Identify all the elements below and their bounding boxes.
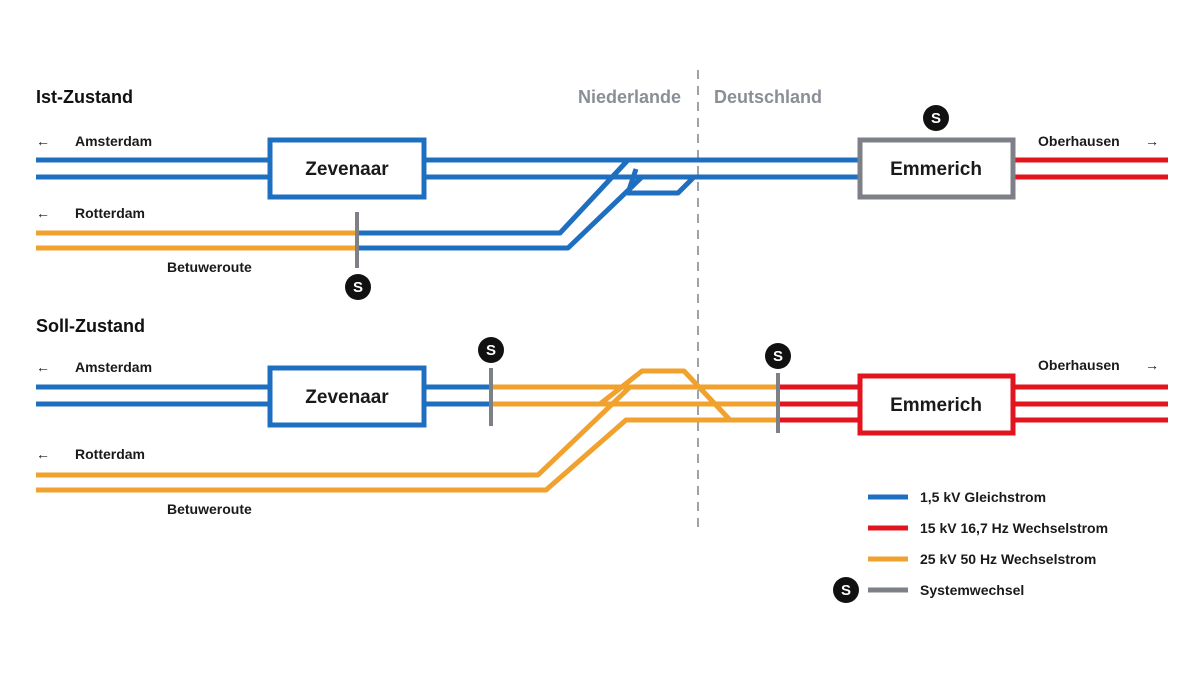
soll-betuweroute-label: Betuweroute [167, 501, 252, 517]
ist-rotterdam-label: Rotterdam [75, 205, 145, 221]
ist-heading: Ist-Zustand [36, 87, 133, 107]
legend-item-ac15: 15 kV 16,7 Hz Wechselstrom [868, 520, 1108, 536]
ist-rotterdam-line [36, 230, 358, 251]
svg-text:S: S [931, 110, 941, 127]
ist-rotterdam-arrow: ← [36, 205, 50, 221]
svg-text:S: S [486, 342, 496, 359]
country-label-germany: Deutschland [714, 87, 822, 107]
ist-betuweroute-junction [358, 158, 696, 251]
country-label-netherlands: Niederlande [578, 87, 681, 107]
ist-system-change-marker-rotterdam: S [345, 274, 371, 300]
soll-system-change-marker-emmerich: S [765, 343, 791, 369]
legend-item-dc: 1,5 kV Gleichstrom [868, 489, 1046, 505]
legend-item-ac25: 25 kV 50 Hz Wechselstrom [868, 551, 1096, 567]
ist-amsterdam-label: Amsterdam [75, 133, 152, 149]
soll-rotterdam-line [36, 385, 778, 493]
soll-emmerich-box [857, 373, 1016, 436]
soll-amsterdam-line [36, 384, 492, 407]
soll-oberhausen-arrow: → [1145, 357, 1159, 373]
soll-oberhausen-label: Oberhausen [1038, 357, 1120, 373]
soll-zevenaar-box [267, 365, 427, 428]
ist-system-change-marker-emmerich: S [923, 105, 949, 131]
soll-amsterdam-label: Amsterdam [75, 359, 152, 375]
ist-oberhausen-arrow: → [1145, 133, 1159, 149]
ist-amsterdam-line [36, 157, 860, 180]
svg-text:S: S [841, 582, 851, 599]
soll-rotterdam-arrow: ← [36, 446, 50, 462]
legend-label-ac25: 25 kV 50 Hz Wechselstrom [920, 551, 1096, 567]
legend-item-system-change: S Systemwechsel [833, 577, 1024, 603]
soll-rotterdam-label: Rotterdam [75, 446, 145, 462]
soll-system-change-marker-zevenaar: S [478, 337, 504, 363]
ist-oberhausen-label: Oberhausen [1038, 133, 1120, 149]
ist-amsterdam-arrow: ← [36, 133, 50, 149]
ist-betuweroute-label: Betuweroute [167, 259, 252, 275]
ist-emmerich-label: Emmerich [890, 159, 982, 180]
legend-label-system-change: Systemwechsel [920, 582, 1024, 598]
ist-zevenaar-label: Zevenaar [305, 159, 389, 180]
soll-crossborder-line [492, 368, 778, 422]
ist-emmerich-box [857, 137, 1016, 200]
soll-amsterdam-arrow: ← [36, 359, 50, 375]
ist-zevenaar-box [267, 137, 427, 200]
legend-label-ac15: 15 kV 16,7 Hz Wechselstrom [920, 520, 1108, 536]
ist-oberhausen-line [1013, 157, 1168, 180]
soll-zevenaar-label: Zevenaar [305, 387, 389, 408]
soll-emmerich-label: Emmerich [890, 395, 982, 416]
legend-label-dc: 1,5 kV Gleichstrom [920, 489, 1046, 505]
svg-text:S: S [353, 279, 363, 296]
legend: 1,5 kV Gleichstrom 15 kV 16,7 Hz Wechsel… [833, 489, 1108, 603]
soll-heading: Soll-Zustand [36, 316, 145, 336]
legend-s-marker [833, 577, 859, 603]
svg-text:S: S [773, 348, 783, 365]
